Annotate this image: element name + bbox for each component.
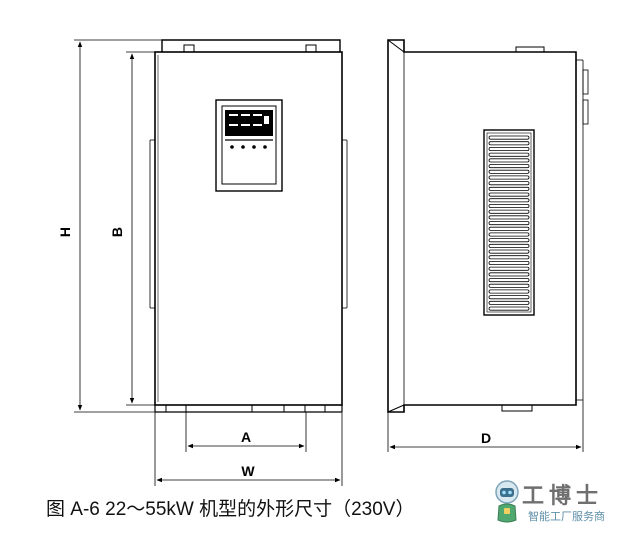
- vent-slot: [488, 215, 530, 220]
- vent-slot: [488, 203, 530, 208]
- vent-slot: [488, 238, 530, 243]
- vent-slot: [488, 192, 530, 197]
- vent-slot: [488, 283, 530, 288]
- keypad-outer: [215, 99, 283, 192]
- vent-slot: [488, 243, 530, 248]
- side-dimensions: [387, 400, 584, 452]
- dim-label-d: D: [481, 430, 491, 446]
- vent-slot: [488, 181, 530, 186]
- side-view: [387, 39, 589, 413]
- keypad-buttons: [230, 145, 267, 149]
- vent-slot: [488, 169, 530, 174]
- vent-slot: [488, 141, 530, 146]
- vent-slot: [488, 135, 530, 140]
- vent-slot: [488, 175, 530, 180]
- side-body: [387, 39, 577, 413]
- vent-slot: [488, 146, 530, 151]
- vent-slot: [488, 152, 530, 157]
- vent-slot: [488, 266, 530, 271]
- keypad-inner: [221, 105, 277, 185]
- vent-slot: [488, 249, 530, 254]
- vent-slot: [488, 186, 530, 191]
- vent-slot: [488, 306, 530, 311]
- vent-slot: [488, 278, 530, 283]
- front-dimensions: [74, 39, 343, 486]
- vent-slot: [488, 260, 530, 265]
- front-body: [154, 51, 343, 406]
- vent-slot: [488, 158, 530, 163]
- watermark-name: 工博士: [522, 483, 604, 508]
- dim-label-h: H: [57, 227, 73, 237]
- figure-caption: 图 A-6 22～55kW 机型的外形尺寸（230V）: [46, 499, 415, 520]
- vent-slot: [488, 232, 530, 237]
- vent-slot: [488, 209, 530, 214]
- vent-slot: [488, 289, 530, 294]
- dim-label-b: B: [109, 227, 125, 237]
- front-view: [149, 39, 348, 413]
- side-vent: [483, 129, 535, 316]
- vent-slot: [488, 226, 530, 231]
- vent-slot: [488, 295, 530, 300]
- vent-slot: [488, 255, 530, 260]
- dim-label-a: A: [241, 429, 251, 445]
- vent-slot: [488, 300, 530, 305]
- vent-slot: [488, 198, 530, 203]
- robot-mascot-logo: [495, 480, 519, 523]
- vent-slot: [488, 221, 530, 226]
- right-fin-band: [342, 139, 348, 309]
- watermark-tagline: 智能工厂服务商: [528, 511, 605, 523]
- vent-slot: [488, 164, 530, 169]
- dim-label-w: W: [241, 463, 255, 479]
- watermark: 工博士 智能工厂服务商: [490, 476, 630, 528]
- left-fin-band: [149, 139, 155, 309]
- vent-slot: [488, 272, 530, 277]
- vent-slots: [488, 135, 530, 311]
